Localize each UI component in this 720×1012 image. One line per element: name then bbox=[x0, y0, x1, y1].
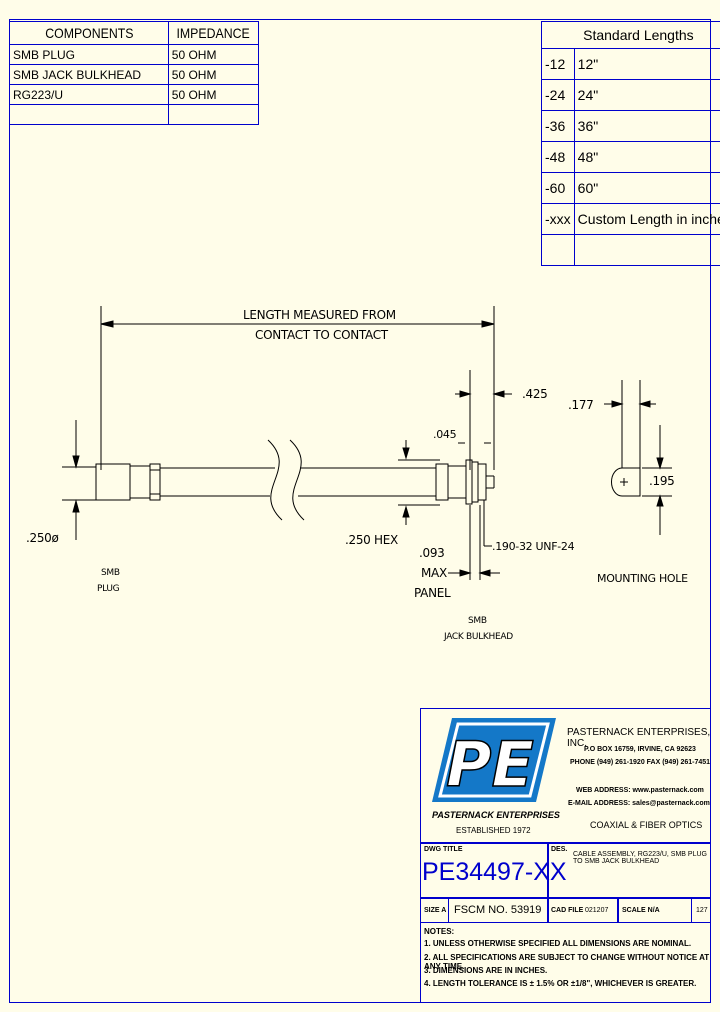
length-label-line2: CONTACT TO CONTACT bbox=[255, 328, 388, 342]
company-phone: PHONE (949) 261-1920 FAX (949) 261-7451 bbox=[570, 759, 711, 766]
dim-250-dia-label: .250ø bbox=[26, 531, 59, 545]
dim-093-label: .093 bbox=[419, 546, 445, 560]
fscm-cell bbox=[448, 898, 548, 923]
sheet-number: 127 bbox=[696, 907, 708, 914]
impedance-cell: 50 OHM bbox=[167, 44, 260, 65]
dim-425-label: .425 bbox=[522, 387, 548, 401]
pe-logo: PE bbox=[432, 718, 556, 802]
size-label: SIZE A bbox=[424, 907, 447, 914]
components-header: COMPONENTS bbox=[18, 21, 160, 45]
logo-subtitle: PASTERNACK ENTERPRISES bbox=[432, 810, 560, 820]
component-cell: SMB JACK BULKHEAD bbox=[9, 64, 169, 85]
cable-assembly-drawing bbox=[62, 306, 672, 580]
smb-plug-label-line2: PLUG bbox=[97, 584, 120, 594]
cad-file-value: 021207 bbox=[585, 907, 609, 914]
table-row: SMB JACK BULKHEAD 50 OHM bbox=[9, 64, 260, 85]
logo-text: PE bbox=[446, 728, 534, 801]
table-row bbox=[541, 234, 720, 266]
note-item: 1. UNLESS OTHERWISE SPECIFIED ALL DIMENS… bbox=[424, 939, 692, 948]
length-value-cell: 48" bbox=[573, 141, 720, 173]
dim-250-hex-label: .250 HEX bbox=[345, 533, 398, 547]
components-table: COMPONENTS IMPEDANCE SMB PLUG 50 OHM SMB… bbox=[9, 21, 260, 125]
length-value-cell: Custom Length in inches bbox=[573, 203, 720, 235]
mounting-hole-label: MOUNTING HOLE bbox=[597, 572, 688, 585]
company-email: E-MAIL ADDRESS: sales@pasternack.com bbox=[568, 800, 710, 807]
length-code-cell: -12 bbox=[541, 48, 575, 80]
dim-max-label: MAX bbox=[421, 566, 447, 580]
dim-177-label: .177 bbox=[568, 398, 594, 412]
dwg-title-cell bbox=[420, 843, 548, 898]
note-item: 4. LENGTH TOLERANCE IS ± 1.5% OR ±1/8", … bbox=[424, 979, 697, 988]
smb-jack-label-line1: SMB bbox=[468, 616, 487, 626]
smb-plug-label-line1: SMB bbox=[101, 568, 120, 578]
dwg-title-label: DWG TITLE bbox=[424, 846, 463, 853]
length-value-cell bbox=[573, 234, 720, 266]
scale-label: SCALE N/A bbox=[622, 907, 660, 914]
description-cell bbox=[548, 843, 711, 898]
impedance-cell: 50 OHM bbox=[167, 64, 260, 85]
smb-jack-label-line2: JACK BULKHEAD bbox=[444, 632, 513, 642]
fscm-number: FSCM NO. 53919 bbox=[454, 904, 542, 916]
table-row: SMB PLUG 50 OHM bbox=[9, 44, 260, 65]
impedance-cell bbox=[167, 104, 260, 125]
drawing-description: CABLE ASSEMBLY, RG223/U, SMB PLUG TO SMB… bbox=[573, 851, 707, 865]
impedance-header: IMPEDANCE bbox=[173, 21, 254, 45]
scale-cell bbox=[618, 898, 692, 923]
part-number: PE34497-XX bbox=[422, 858, 567, 886]
dim-045-label: .045 bbox=[433, 428, 457, 441]
length-label-line1: LENGTH MEASURED FROM bbox=[243, 308, 396, 322]
dim-panel-label: PANEL bbox=[414, 586, 451, 600]
drawing-sheet-border bbox=[9, 19, 711, 1003]
table-row: RG223/U 50 OHM bbox=[9, 84, 260, 105]
established-text: ESTABLISHED 1972 bbox=[456, 826, 531, 835]
company-tagline: COAXIAL & FIBER OPTICS bbox=[590, 820, 703, 830]
company-name: PASTERNACK ENTERPRISES, INC. bbox=[567, 727, 711, 749]
title-block-header bbox=[420, 708, 711, 843]
note-item: 2. ALL SPECIFICATIONS ARE SUBJECT TO CHA… bbox=[424, 953, 710, 971]
note-item: 3. DIMENSIONS ARE IN INCHES. bbox=[424, 966, 548, 975]
impedance-cell: 50 OHM bbox=[167, 84, 260, 105]
company-address: P.O BOX 16759, IRVINE, CA 92623 bbox=[584, 746, 696, 753]
length-code-cell: -24 bbox=[541, 79, 575, 111]
notes-header: NOTES: bbox=[424, 927, 455, 936]
des-label: DES. bbox=[551, 846, 568, 853]
company-web: WEB ADDRESS: www.pasternack.com bbox=[576, 787, 704, 794]
dim-195-label: .195 bbox=[649, 474, 675, 488]
table-row bbox=[9, 104, 260, 125]
cad-file-cell bbox=[548, 898, 618, 923]
cad-file-label: CAD FILE bbox=[551, 907, 584, 914]
thread-spec-label: .190-32 UNF-24 bbox=[492, 540, 575, 553]
